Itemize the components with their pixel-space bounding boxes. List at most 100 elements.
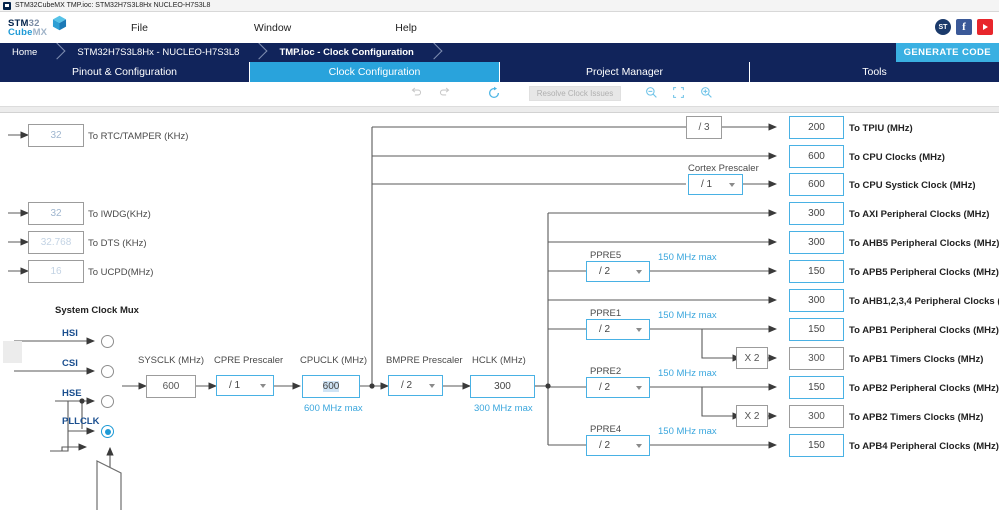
- cpuclk-value-box[interactable]: 600: [302, 375, 360, 398]
- bmpre-prescaler-select[interactable]: / 2: [388, 375, 443, 396]
- ppre1-label: PPRE1: [590, 308, 622, 319]
- canvas-scroll-stub: [3, 341, 22, 363]
- output-box-apb2[interactable]: 150: [789, 376, 844, 399]
- cpre-prescaler-select[interactable]: / 1: [216, 375, 274, 396]
- output-box-cpu-systick[interactable]: 600: [789, 173, 844, 196]
- output-box-rtc-tamper[interactable]: 32: [28, 124, 84, 147]
- ppre2-label: PPRE2: [590, 366, 622, 377]
- redo-icon[interactable]: [438, 86, 451, 99]
- logo-line1-b: 32: [28, 18, 40, 29]
- ppre5-label: PPRE5: [590, 250, 622, 261]
- tpiu-divider-box[interactable]: / 3: [686, 116, 722, 139]
- zoom-out-icon[interactable]: [645, 86, 658, 99]
- output-label-apb2: To APB2 Peripheral Clocks (MHz): [849, 383, 999, 394]
- app-icon: [3, 1, 11, 10]
- tab-tools[interactable]: Tools: [750, 62, 999, 82]
- clock-toolbar: Resolve Clock Issues: [0, 82, 999, 106]
- breadcrumb: Home STM32H7S3L8Hx - NUCLEO-H7S3L8 TMP.i…: [0, 43, 999, 62]
- breadcrumb-item-home[interactable]: Home: [12, 47, 38, 58]
- mux-source-label-pllclk: PLLCLK: [62, 416, 100, 427]
- output-label-apb5: To APB5 Peripheral Clocks (MHz): [849, 267, 999, 278]
- menu-window[interactable]: Window: [253, 21, 292, 34]
- ppre2-value: / 2: [599, 382, 611, 393]
- chevron-down-icon: [729, 182, 735, 187]
- output-box-tpiu[interactable]: 200: [789, 116, 844, 139]
- clock-tree-canvas[interactable]: 32 To RTC/TAMPER (KHz) 32 To IWDG(KHz) 3…: [0, 113, 999, 510]
- output-box-ahb1234[interactable]: 300: [789, 289, 844, 312]
- youtube-icon[interactable]: [977, 19, 993, 35]
- ppre2-select[interactable]: / 2: [586, 377, 650, 398]
- sysclk-title: SYSCLK (MHz): [138, 355, 204, 366]
- output-box-apb5[interactable]: 150: [789, 260, 844, 283]
- output-box-ucpd[interactable]: 16: [28, 260, 84, 283]
- ppre5-max-note: 150 MHz max: [658, 252, 717, 263]
- cpre-prescaler-value: / 1: [229, 380, 241, 391]
- hclk-max-note: 300 MHz max: [474, 403, 533, 414]
- hclk-value-box[interactable]: 300: [470, 375, 535, 398]
- menu-help[interactable]: Help: [395, 21, 417, 34]
- output-box-apb1[interactable]: 150: [789, 318, 844, 341]
- tab-pinout-configuration[interactable]: Pinout & Configuration: [0, 62, 250, 82]
- ppre5-value: / 2: [599, 266, 611, 277]
- chevron-down-icon: [260, 383, 266, 388]
- output-box-apb4[interactable]: 150: [789, 434, 844, 457]
- output-box-iwdg[interactable]: 32: [28, 202, 84, 225]
- bmpre-prescaler-value: / 2: [401, 380, 413, 391]
- breadcrumb-chevron-icon: [51, 43, 65, 62]
- cortex-prescaler-select[interactable]: / 1: [688, 174, 743, 195]
- output-label-iwdg: To IWDG(KHz): [88, 209, 151, 220]
- undo-icon[interactable]: [410, 86, 423, 99]
- cortex-prescaler-value: / 1: [701, 179, 713, 190]
- breadcrumb-item-board[interactable]: STM32H7S3L8Hx - NUCLEO-H7S3L8: [77, 47, 240, 58]
- mux-radio-pllclk[interactable]: [101, 425, 114, 438]
- resolve-clock-issues-button[interactable]: Resolve Clock Issues: [529, 86, 621, 101]
- output-box-apb2-timers[interactable]: 300: [789, 405, 844, 428]
- ppre5-select[interactable]: / 2: [586, 261, 650, 282]
- tab-clock-configuration[interactable]: Clock Configuration: [250, 62, 500, 82]
- logo-line1-a: STM: [8, 18, 29, 29]
- output-box-ahb5[interactable]: 300: [789, 231, 844, 254]
- cortex-prescaler-label: Cortex Prescaler: [688, 163, 759, 174]
- zoom-in-icon[interactable]: [700, 86, 713, 99]
- output-label-cpu-clocks: To CPU Clocks (MHz): [849, 152, 945, 163]
- facebook-icon[interactable]: f: [956, 19, 972, 35]
- apb1-timer-multiplier-box: X 2: [736, 347, 768, 369]
- mux-radio-csi[interactable]: [101, 365, 114, 378]
- sysclk-value-box[interactable]: 600: [146, 375, 196, 398]
- chevron-down-icon: [636, 269, 642, 274]
- ppre1-select[interactable]: / 2: [586, 319, 650, 340]
- system-clock-mux-shape: [96, 460, 122, 510]
- output-label-axi: To AXI Peripheral Clocks (MHz): [849, 209, 990, 220]
- menu-items: File Window Help: [95, 22, 999, 34]
- output-label-ahb5: To AHB5 Peripheral Clocks (MHz): [849, 238, 999, 249]
- ppre4-label: PPRE4: [590, 424, 622, 435]
- mux-radio-hse[interactable]: [101, 395, 114, 408]
- mux-radio-hsi[interactable]: [101, 335, 114, 348]
- bmpre-prescaler-title: BMPRE Prescaler: [386, 355, 463, 366]
- fit-to-screen-icon[interactable]: [672, 86, 685, 99]
- breadcrumb-chevron-icon: [253, 43, 267, 62]
- mux-source-label-hse: HSE: [62, 388, 82, 399]
- output-box-apb1-timers[interactable]: 300: [789, 347, 844, 370]
- output-box-axi[interactable]: 300: [789, 202, 844, 225]
- apb2-timer-multiplier-box: X 2: [736, 405, 768, 427]
- cpre-prescaler-title: CPRE Prescaler: [214, 355, 284, 366]
- ppre4-max-note: 150 MHz max: [658, 426, 717, 437]
- menu-file[interactable]: File: [131, 21, 148, 34]
- ppre4-select[interactable]: / 2: [586, 435, 650, 456]
- output-box-dts[interactable]: 32.768: [28, 231, 84, 254]
- refresh-icon[interactable]: [487, 86, 501, 100]
- generate-code-button[interactable]: GENERATE CODE: [895, 43, 999, 62]
- st-logo-icon[interactable]: ST: [935, 19, 951, 35]
- logo-line2-b: MX: [32, 27, 48, 38]
- cubemx-logo: STM32 CubeMX: [0, 12, 95, 43]
- output-label-dts: To DTS (KHz): [88, 238, 147, 249]
- canvas-divider: [0, 106, 999, 113]
- cube-icon: [52, 15, 67, 31]
- tab-project-manager[interactable]: Project Manager: [500, 62, 750, 82]
- system-clock-mux-title: System Clock Mux: [55, 305, 139, 316]
- output-box-cpu-clocks[interactable]: 600: [789, 145, 844, 168]
- social-links: ST f: [935, 19, 993, 35]
- breadcrumb-item-current[interactable]: TMP.ioc - Clock Configuration: [279, 47, 414, 58]
- ppre1-max-note: 150 MHz max: [658, 310, 717, 321]
